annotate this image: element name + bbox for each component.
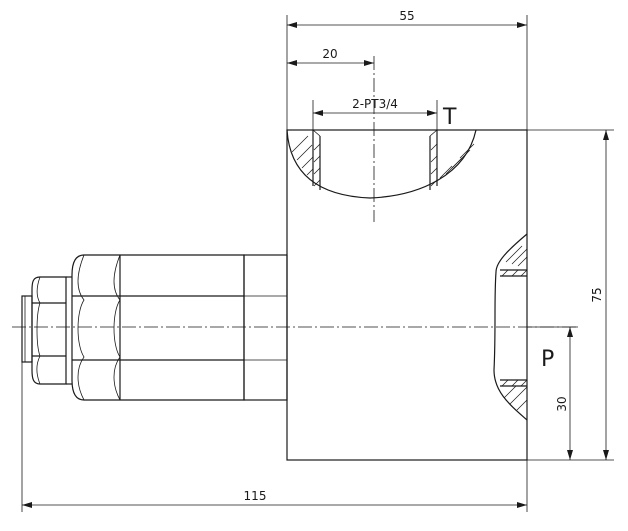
dimension-port-offset: 20 <box>287 47 374 66</box>
dimension-top-width: 55 <box>286 9 528 130</box>
dim-p-offset-label: 30 <box>555 396 569 411</box>
dimension-overall-length: 115 <box>21 362 528 512</box>
cartridge-assembly <box>21 254 288 401</box>
port-t-label: T <box>442 105 457 130</box>
dimension-p-offset: 30 <box>527 326 578 460</box>
p-port-section <box>493 233 528 421</box>
dim-top-width-label: 55 <box>399 9 414 23</box>
dimension-height: 75 <box>527 129 614 461</box>
dim-height-label: 75 <box>590 287 604 302</box>
dim-overall-length-label: 115 <box>244 489 267 503</box>
dim-port-offset-label: 20 <box>322 47 337 61</box>
dim-thread-label: 2-PT3/4 <box>352 97 398 111</box>
t-port-section <box>286 56 477 222</box>
port-p-label: P <box>541 347 554 372</box>
dimension-thread: 2-PT3/4 <box>312 97 438 130</box>
valve-body <box>286 129 528 461</box>
